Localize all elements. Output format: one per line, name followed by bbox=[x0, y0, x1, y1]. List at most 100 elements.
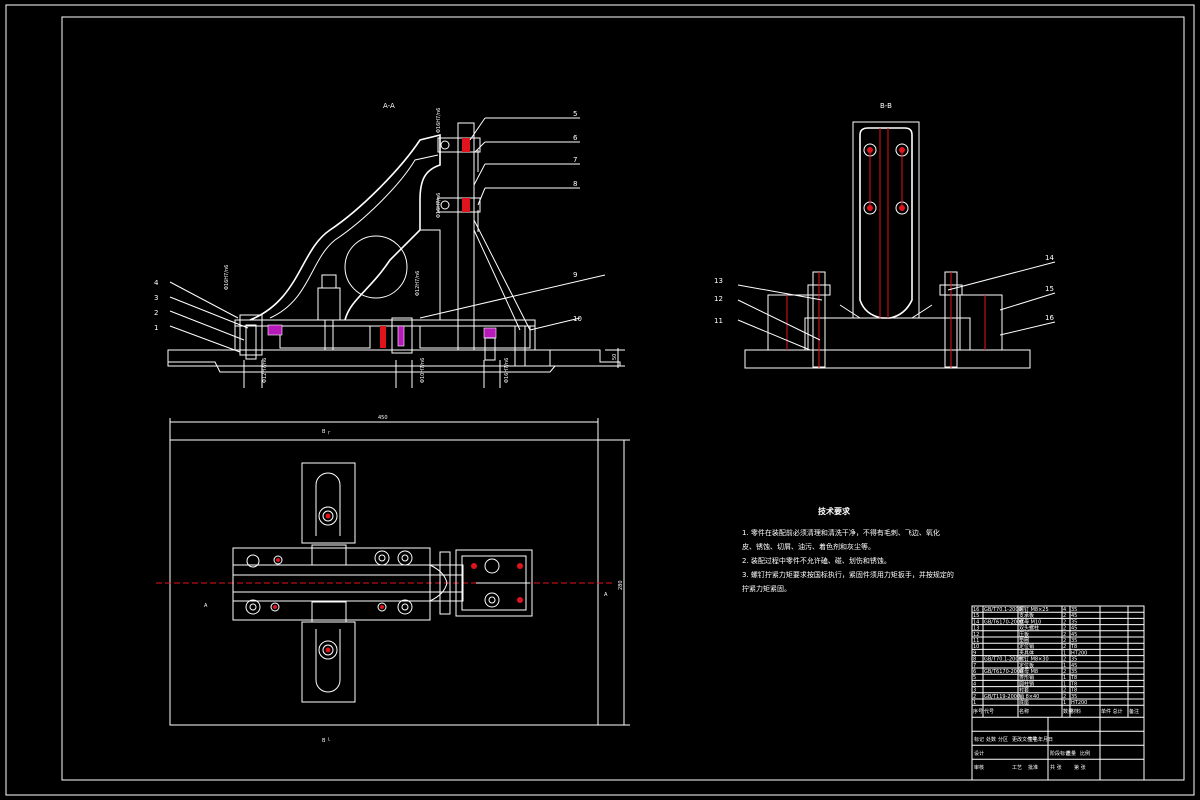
title-label-3: 更改文件号 bbox=[1012, 736, 1037, 743]
tech-requirements: 技术要求 1. 零件在装配前必须清理和清洗干净，不得有毛刺、飞边、氧化 皮、锈蚀… bbox=[742, 506, 954, 593]
title-label-7: 审核 bbox=[974, 764, 984, 771]
balloon-bb-11: 11 bbox=[714, 317, 723, 325]
parts-row-11-cell-4: 35 bbox=[1071, 638, 1077, 644]
dim-tol-6: Φ16H7/n6 bbox=[436, 108, 442, 133]
tech-req-line-5: 拧紧力矩紧固。 bbox=[742, 584, 791, 593]
plan-marker-left: A bbox=[204, 603, 208, 609]
dim-aa-50: 50 bbox=[612, 354, 618, 360]
parts-row-1-cell-0: 1 bbox=[973, 700, 976, 706]
parts-row-13-cell-3: 2 bbox=[1063, 626, 1066, 632]
parts-row-7-cell-2: 定位板 bbox=[1019, 662, 1034, 669]
parts-row-3-cell-4: T8 bbox=[1070, 688, 1077, 694]
parts-row-4-cell-3: 1 bbox=[1063, 681, 1066, 687]
balloon-aa-3: 3 bbox=[154, 294, 158, 302]
balloon-aa-8: 8 bbox=[573, 180, 577, 188]
parts-row-3-cell-0: 3 bbox=[973, 688, 976, 694]
parts-row-16-cell-4: 35 bbox=[1071, 607, 1077, 613]
balloon-bb-15: 15 bbox=[1045, 285, 1054, 293]
parts-row-2-cell-3: 2 bbox=[1063, 694, 1066, 700]
dim-tol-5: Φ16H7/n6 bbox=[504, 358, 510, 383]
dim-tol-4: Φ10H7/n6 bbox=[420, 358, 426, 383]
bb-base-plate bbox=[744, 349, 1031, 369]
parts-row-8-cell-4: 35 bbox=[1071, 657, 1077, 663]
balloon-bb-12: 12 bbox=[714, 295, 723, 303]
section-bb-title: B-B bbox=[880, 102, 892, 110]
parts-row-2-cell-0: 2 bbox=[973, 694, 976, 700]
parts-row-7-cell-4: 45 bbox=[1071, 663, 1077, 669]
parts-row-2-cell-4: 35 bbox=[1071, 694, 1077, 700]
parts-row-5-cell-3: 1 bbox=[1063, 675, 1066, 681]
parts-row-10-cell-2: 定位销 bbox=[1019, 643, 1034, 650]
parts-row-6-cell-4: 35 bbox=[1071, 669, 1077, 675]
bb-upright bbox=[852, 121, 920, 319]
title-label-0: 标记 bbox=[974, 736, 984, 743]
parts-row-14-cell-3: 2 bbox=[1063, 619, 1066, 625]
parts-header-1: 代号 bbox=[984, 708, 994, 715]
parts-header-0: 序号 bbox=[973, 708, 983, 715]
dim-tol-3: Φ12H7/n6 bbox=[262, 358, 268, 383]
balloon-aa-2: 2 bbox=[154, 309, 158, 317]
parts-row-11-cell-3: 2 bbox=[1063, 638, 1066, 644]
dim-width-450: 450 bbox=[378, 415, 388, 421]
title-label-4: 签名 bbox=[1028, 736, 1038, 743]
parts-header-4: 材料 bbox=[1071, 708, 1081, 715]
parts-row-2-cell-1: GB/T119-2000 bbox=[984, 694, 1020, 700]
aa-vertical-post bbox=[457, 122, 475, 351]
parts-header-3: 数量 bbox=[1063, 708, 1073, 715]
parts-row-4-cell-4: T8 bbox=[1070, 681, 1077, 687]
parts-row-12-cell-2: 压板 bbox=[1019, 631, 1029, 638]
outer-frame bbox=[5, 4, 1195, 796]
inner-frame bbox=[61, 16, 1185, 781]
title-label-2: 分区 bbox=[998, 736, 1008, 743]
title-label-5: 年月日 bbox=[1038, 736, 1053, 743]
parts-row-3-cell-2: 衬套 bbox=[1019, 687, 1029, 694]
parts-row-10-cell-0: 10 bbox=[973, 644, 979, 650]
dim-tol-7: Φ16H7/n6 bbox=[436, 193, 442, 218]
parts-row-16-cell-3: 4 bbox=[1063, 607, 1066, 613]
aa-middle-plate bbox=[234, 319, 536, 351]
parts-row-1-cell-4: HT200 bbox=[1071, 700, 1087, 706]
section-bb-view: B-B 13 12 11 14 15 16 bbox=[714, 102, 1056, 369]
parts-row-10-cell-4: T8 bbox=[1070, 644, 1077, 650]
parts-row-15-cell-4: 45 bbox=[1071, 613, 1077, 619]
section-aa-title: A-A bbox=[383, 102, 395, 110]
balloon-bb-13: 13 bbox=[714, 277, 723, 285]
tech-req-line-2: 皮、锈蚀、切屑、油污、着色剂和灰尘等。 bbox=[742, 542, 875, 551]
balloon-bb-16: 16 bbox=[1045, 314, 1054, 322]
parts-row-12-cell-3: 2 bbox=[1063, 632, 1066, 638]
tech-req-line-3: 2. 装配过程中零件不允许磕、碰、划伤和锈蚀。 bbox=[742, 556, 891, 565]
balloon-aa-4: 4 bbox=[154, 279, 159, 287]
parts-row-8-cell-3: 2 bbox=[1063, 657, 1066, 663]
dim-height-280: 280 bbox=[618, 580, 624, 590]
parts-row-14-cell-1: GB/T6170-2000 bbox=[984, 619, 1023, 625]
plan-view: 450 280 B ┌ B └ A A bbox=[156, 415, 630, 744]
parts-row-13-cell-2: 双头螺柱 bbox=[1019, 625, 1039, 632]
title-label-1: 处数 bbox=[986, 736, 996, 743]
parts-row-5-cell-0: 5 bbox=[973, 675, 976, 681]
parts-row-1-cell-3: 1 bbox=[1063, 700, 1066, 706]
parts-row-14-cell-2: 螺母 M10 bbox=[1019, 618, 1041, 625]
dim-tol-1: Φ16H7/n6 bbox=[224, 265, 230, 290]
parts-header-6: 备注 bbox=[1129, 708, 1139, 715]
parts-row-16-cell-1: GB/T70.1-2000 bbox=[984, 607, 1022, 613]
parts-row-7-cell-0: 7 bbox=[973, 663, 976, 669]
parts-header-5: 单件 总计 bbox=[1101, 708, 1123, 715]
parts-row-9-cell-0: 9 bbox=[973, 650, 976, 656]
parts-row-5-cell-4: T8 bbox=[1070, 675, 1077, 681]
balloon-aa-5: 5 bbox=[573, 110, 577, 118]
parts-row-13-cell-0: 13 bbox=[973, 626, 979, 632]
parts-row-6-cell-3: 2 bbox=[1063, 669, 1066, 675]
balloon-aa-9: 9 bbox=[573, 271, 577, 279]
parts-row-14-cell-4: 35 bbox=[1071, 619, 1077, 625]
parts-row-9-cell-2: 夹具体 bbox=[1019, 649, 1034, 656]
parts-row-6-cell-0: 6 bbox=[973, 669, 976, 675]
tech-req-title: 技术要求 bbox=[818, 506, 851, 516]
parts-row-8-cell-1: GB/T70.1-2000 bbox=[984, 657, 1022, 663]
parts-row-5-cell-2: 菱形销 bbox=[1019, 674, 1034, 681]
title-label-9: 批准 bbox=[1028, 764, 1038, 771]
parts-row-2-cell-2: 销 8×40 bbox=[1019, 693, 1039, 700]
aa-base-plate bbox=[167, 349, 551, 367]
parts-row-1-cell-2: 底座 bbox=[1019, 699, 1029, 706]
